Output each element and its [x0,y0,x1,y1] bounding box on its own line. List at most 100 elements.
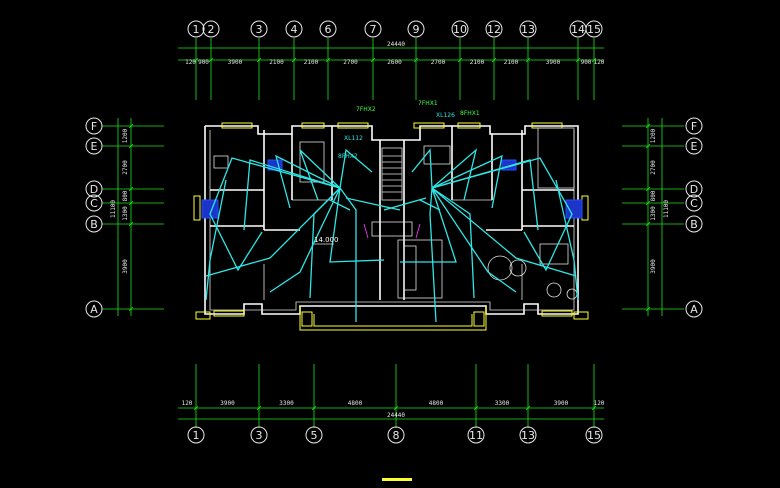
right-dim-value: 1200 [650,128,657,143]
bottom-dim-value: 3900 [220,400,235,407]
top-dim-value: 3900 [228,59,243,66]
top-axis-bubble-2: 2 [202,20,220,38]
left-axis-bubble-D: D [85,180,103,198]
bottom-axis-lines [193,364,597,428]
left-axis-bubbles: FE DCB A [85,117,103,318]
left-axis-bubble-E: E [85,137,103,155]
level-mark: 14.000 [314,236,339,244]
svg-text:10: 10 [453,23,467,36]
svg-text:2: 2 [208,23,215,36]
svg-text:4: 4 [291,23,298,36]
bottom-dim-value: 3900 [554,400,569,407]
top-axis-bubble-14: 14 [569,20,587,38]
stair-treads [382,155,402,193]
left-dim-value: 1200 [122,128,129,143]
svg-text:12: 12 [487,23,501,36]
top-dim-value: 2700 [431,59,446,66]
bottom-dim-value: 4800 [348,400,363,407]
elevator-shaft [371,221,413,237]
top-dim-value: 3900 [546,59,561,66]
bottom-total-label: 24440 [387,412,405,419]
circuit-tag-right: XL126 [436,112,455,119]
bottom-axis-bubble-3: 3 [250,426,268,444]
exterior-wall-inner [209,130,575,311]
svg-text:1: 1 [193,23,200,36]
top-axis-bubble-3: 3 [250,20,268,38]
bottom-axis-bubble-5: 5 [305,426,323,444]
right-axis-bubble-C: C [685,194,703,212]
right-axis-bubble-A: A [685,300,703,318]
right-total-label: 11100 [663,200,670,218]
svg-text:A: A [690,303,698,316]
svg-text:14: 14 [571,23,585,36]
bottom-axis-bubble-1: 1 [187,426,205,444]
bottom-dim-value: 4800 [429,400,444,407]
svg-text:D: D [690,183,698,196]
circuit-tag-mid: 8FHX2 [338,153,358,160]
svg-text:E: E [691,140,698,153]
right-dim-value: 3900 [650,259,657,274]
top-axis-bubble-12: 12 [485,20,503,38]
top-dim-value: 2100 [470,59,485,66]
right-axis-bubbles: FE DCB A [685,117,703,318]
right-axis-bubble-E: E [685,137,703,155]
svg-text:C: C [690,197,698,210]
top-dim-value: 2100 [304,59,319,66]
svg-text:5: 5 [311,429,318,442]
top-dim-value: 2100 [504,59,519,66]
left-dim-value: 800 [122,190,129,201]
svg-text:C: C [90,197,98,210]
svg-text:E: E [91,140,98,153]
bottom-scale-marker [382,478,412,481]
svg-text:B: B [690,218,698,231]
right-axis-bubble-D: D [685,180,703,198]
bottom-axis-bubble-13: 13 [519,426,537,444]
panel-label-8fhx1: 8FHX1 [460,110,480,117]
panel-label-7fhx2: 7FHX2 [356,106,376,113]
left-dim-value: 1300 [122,206,129,221]
exterior-wall-outline [204,125,579,315]
svg-text:13: 13 [521,429,535,442]
left-axis-bubble-A: A [85,300,103,318]
left-axis-bubble-F: F [85,117,103,135]
svg-text:6: 6 [325,23,332,36]
svg-text:7: 7 [370,23,377,36]
top-axis-bubble-7: 7 [364,20,382,38]
right-dim-value: 800 [650,190,657,201]
top-dim-value: 2100 [269,59,284,66]
top-axis-bubble-1: 1 [187,20,205,38]
top-total-label: 24440 [387,41,405,48]
svg-text:11: 11 [469,429,483,442]
top-dim-value: 900 [581,59,592,66]
top-axis-bubble-4: 4 [285,20,303,38]
bottom-dim-value: 3300 [279,400,294,407]
bottom-axis-bubble-11: 11 [467,426,485,444]
right-axis-bubble-F: F [685,117,703,135]
right-dim-value: 1300 [650,206,657,221]
left-axis-bubble-B: B [85,215,103,233]
svg-text:8: 8 [393,429,400,442]
svg-text:B: B [90,218,98,231]
door-swings [363,223,421,239]
top-dim-value: 2600 [387,59,402,66]
top-dim-value: 900 [198,59,209,66]
bottom-dim-value: 120 [182,400,193,407]
top-axis-bubble-13: 13 [519,20,537,38]
top-axis-bubble-6: 6 [319,20,337,38]
left-dim-value: 2700 [122,160,129,175]
bottom-axis-bubble-15: 15 [585,426,603,444]
bottom-dim-value: 120 [594,400,605,407]
svg-text:9: 9 [413,23,420,36]
svg-text:3: 3 [256,23,263,36]
